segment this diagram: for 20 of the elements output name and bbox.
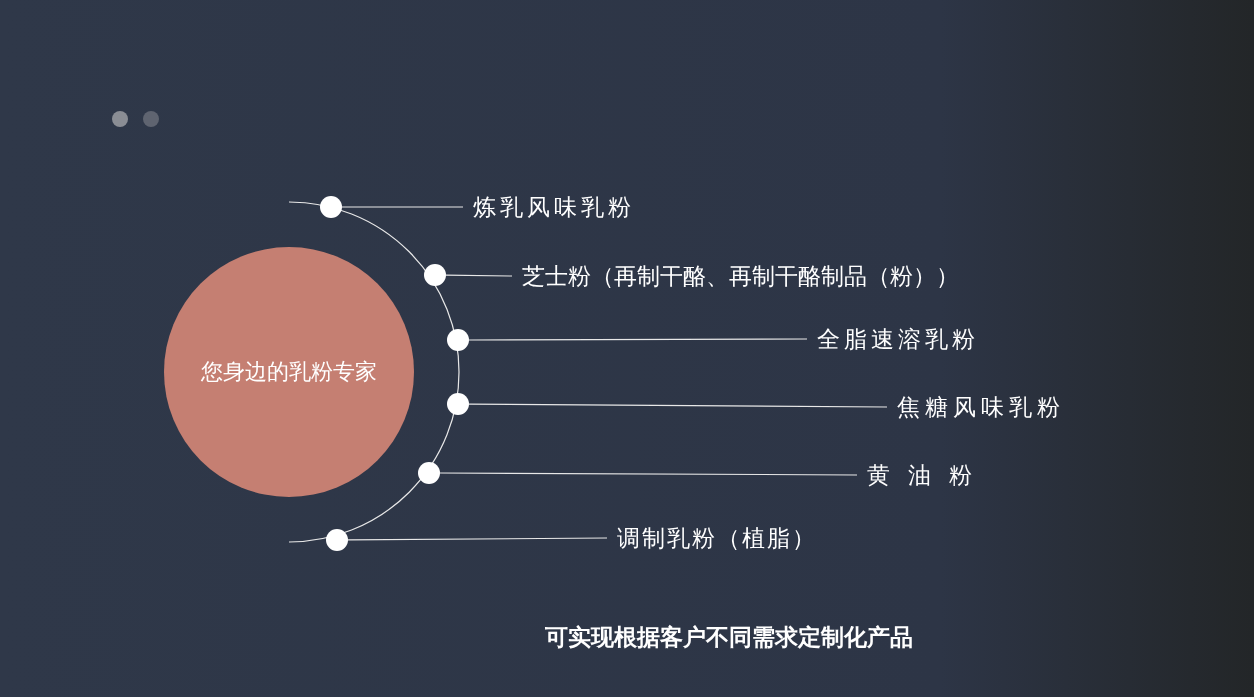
connector-line <box>341 206 464 208</box>
heading-text: 您身边的乳粉专家 <box>201 358 377 386</box>
product-label: 全脂速溶乳粉 <box>817 324 979 354</box>
dot <box>424 264 446 286</box>
dot <box>447 329 469 351</box>
connector-line <box>439 472 858 476</box>
product-label: 炼乳风味乳粉 <box>473 192 635 222</box>
connector-line <box>347 537 608 541</box>
product-label: 黄油粉 <box>867 460 990 490</box>
product-label: 调制乳粉（植脂） <box>617 523 817 553</box>
dot <box>326 529 348 551</box>
dot <box>320 196 342 218</box>
product-label: 芝士粉（再制干酪、再制干酪制品（粉）） <box>522 261 959 291</box>
dot <box>418 462 440 484</box>
dot <box>447 393 469 415</box>
connector-line <box>445 274 513 277</box>
connector-line <box>468 403 888 408</box>
connector-line <box>468 338 808 341</box>
product-label: 焦糖风味乳粉 <box>897 392 1065 422</box>
note-text: 可实现根据客户不同需求定制化产品 <box>545 623 913 652</box>
